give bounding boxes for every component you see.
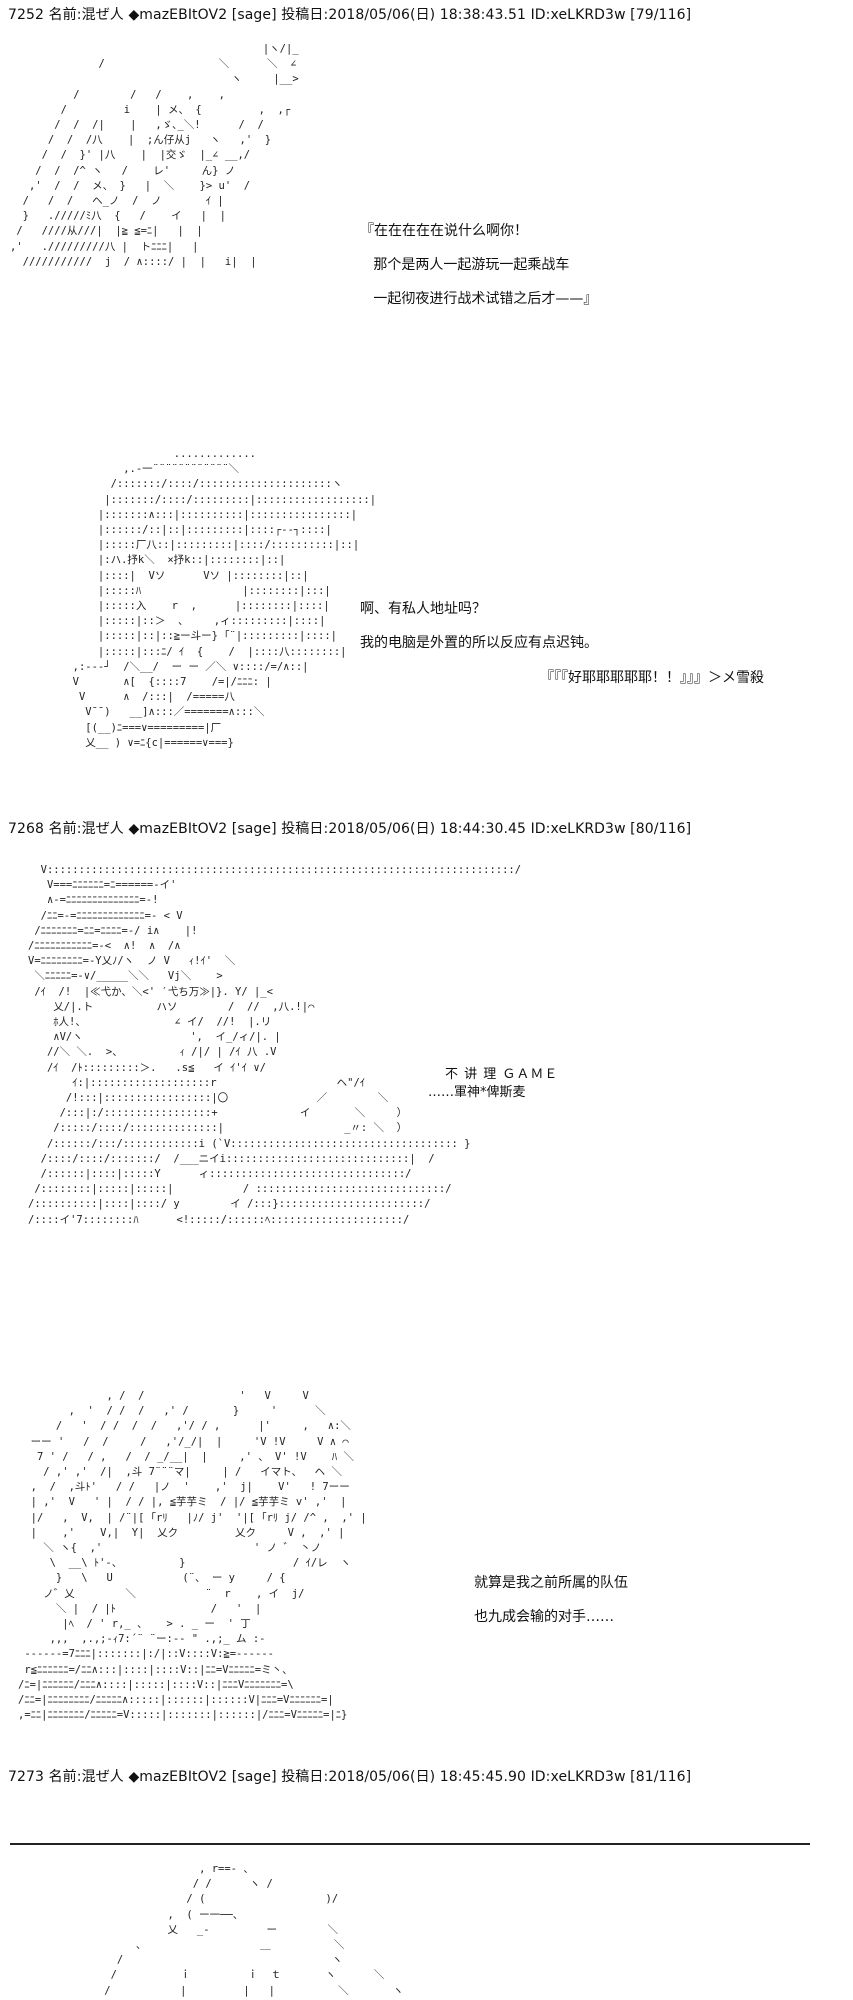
post-header: 7273 名前:混ぜ人 ◆mazEBItOV2 [sage] 投稿日:2018/…: [8, 1769, 692, 1785]
ascii-art-girl-long-hair: ............. ,.-一¨¨¨¨¨¨¨¨¨¨¨¨＼ /:::::::…: [72, 448, 377, 749]
ascii-art-girl-embarrassed: |ヽ/|_ / ＼ ＼ ∠ ヽ |__> / / / , , / i | メ、 …: [10, 43, 299, 268]
dialogue-panel-2b: 我的电脑是外置的所以反应有点迟钝。: [360, 635, 598, 651]
dialogue-panel-3b: ……軍神*俾斯麦: [428, 1085, 526, 1100]
post-header: 7252 名前:混ぜ人 ◆mazEBItOV2 [sage] 投稿日:2018/…: [8, 7, 692, 23]
post-header: 7268 名前:混ぜ人 ◆mazEBItOV2 [sage] 投稿日:2018/…: [8, 821, 692, 837]
ascii-art-partial-head: , r==- 、 / / ヽ / / ( )/ , ( ー一──、 乂 _- ー…: [104, 1863, 404, 1997]
dialogue-panel-2a: 啊、有私人地址吗？: [360, 601, 486, 617]
ascii-art-boy-uniform: , / / ' V V , ' / / / ,' / } ' ＼ / ' / /…: [18, 1390, 367, 1722]
ascii-art-officer-cap: V:::::::::::::::::::::::::::::::::::::::…: [28, 864, 522, 1226]
dialogue-panel-3a: 不 讲 理 ＧＡＭＥ: [445, 1067, 559, 1082]
separator-line: [10, 1843, 810, 1845]
dialogue-panel-2c: 『『『好耶耶耶耶耶！！』』』＞メ雪殺: [540, 670, 764, 686]
dialogue-panel-4a: 就算是我之前所属的队伍: [474, 1575, 628, 1591]
dialogue-panel-1: 『在在在在在说什么啊你！ 那个是两人一起游玩一起乘战车 一起彻夜进行战术试错之后…: [360, 223, 598, 307]
dialogue-panel-4b: 也九成会输的对手……: [474, 1609, 614, 1625]
